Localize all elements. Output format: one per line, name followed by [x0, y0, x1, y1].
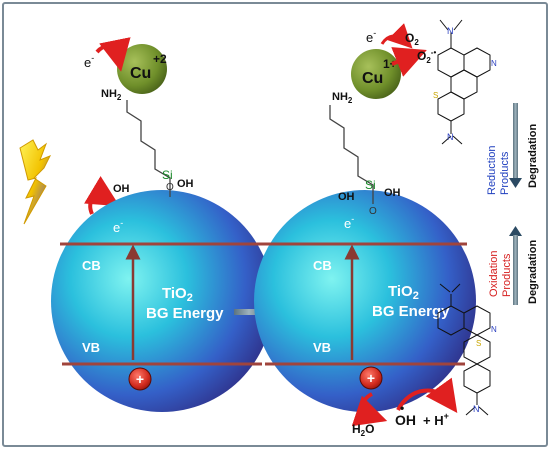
cu-charge-label: +2	[153, 52, 167, 66]
hole-circle	[128, 367, 152, 391]
hole-label: +	[136, 371, 144, 387]
cu-electron-label: e-	[84, 53, 94, 70]
electron-label-right: e-	[344, 214, 354, 231]
vb-label: VB	[82, 340, 100, 355]
hydroxyl-dot: •	[400, 401, 404, 415]
cu-electron-label-right: e-	[366, 28, 376, 45]
o-label: O	[166, 182, 174, 193]
linker-chain-right	[329, 105, 374, 204]
lightning-icon	[19, 139, 52, 225]
hole-label-right: +	[367, 370, 375, 386]
molecule-top-s: S	[433, 91, 438, 100]
molecule-bottom-s: S	[476, 339, 481, 348]
degradation-label-top: Degradation	[527, 124, 539, 188]
excitation-arrow	[84, 176, 120, 215]
si-label-right: Si	[365, 178, 376, 192]
amine-label-right: NH2	[332, 91, 353, 105]
material-label-right: TiO2	[388, 283, 419, 302]
oh-right-label: OH	[177, 178, 194, 190]
molecule-top-n3: N	[447, 132, 454, 142]
copper-sphere-right	[351, 49, 401, 99]
reduction-label-line2: Products	[499, 151, 511, 195]
degradation-arrow-bottom	[509, 226, 522, 305]
o2-label: O2	[405, 31, 419, 47]
o-label-right: O	[369, 206, 377, 217]
hydroxyl-label: OH	[395, 412, 416, 428]
molecule-bottom	[437, 283, 491, 416]
left-panel: CB VB TiO2 BG Energy e- + O Si OH OH NH2…	[19, 37, 273, 412]
cb-label-right: CB	[313, 258, 332, 273]
amine-label: NH2	[101, 88, 122, 102]
hole-circle-right	[359, 366, 383, 390]
molecule-top	[437, 19, 491, 145]
molecule-bottom-n2: N	[473, 404, 480, 414]
cu-electron-arrow	[95, 37, 131, 72]
o2-reduction-arrow	[380, 23, 413, 49]
right-panel: CB VB TiO2 BG Energy e- + O Si OH OH NH2…	[254, 23, 476, 438]
hydroxyl-arrow	[396, 377, 458, 414]
cb-label: CB	[82, 258, 101, 273]
material-label: TiO2	[162, 285, 193, 304]
oh-left-label-right: OH	[338, 191, 355, 203]
degradation-label-bottom: Degradation	[527, 240, 539, 304]
superoxide-arrow	[391, 47, 427, 77]
water-oxidation-arrow	[351, 392, 388, 427]
superoxide-label: O2-•	[417, 48, 436, 65]
bg-energy-label-right: BG Energy	[372, 303, 450, 320]
oxidation-label-line1: Oxidation	[488, 251, 500, 297]
bg-energy-label: BG Energy	[146, 305, 224, 322]
molecule-top-n2: N	[491, 59, 497, 68]
oh-left-label: OH	[113, 183, 130, 195]
cu-label-right: Cu	[362, 70, 383, 87]
water-label: H2O	[352, 422, 374, 438]
molecule-top-n1: N	[447, 26, 454, 36]
degradation-arrow-top	[509, 103, 522, 188]
molecule-bottom-n1: N	[491, 325, 497, 334]
vb-label-right: VB	[313, 340, 331, 355]
electron-label: e-	[113, 218, 123, 235]
reduction-label-line1: Reduction	[486, 145, 498, 195]
proton-label: + H+	[423, 411, 449, 428]
oh-right-label-right: OH	[384, 187, 401, 199]
linker-chain	[126, 100, 171, 197]
si-label: Si	[162, 168, 173, 182]
oxidation-label-line2: Products	[501, 253, 513, 297]
cu-label: Cu	[130, 65, 151, 82]
